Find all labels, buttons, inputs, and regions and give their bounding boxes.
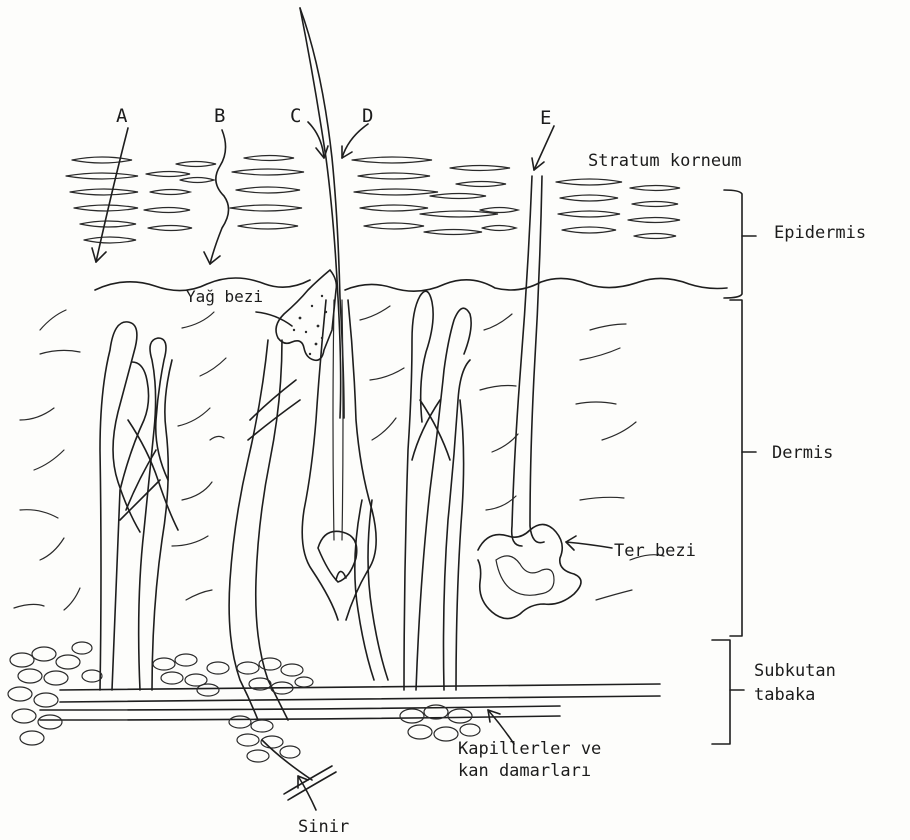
capillary-loops-right	[355, 291, 471, 690]
capillary-loops-left	[100, 322, 178, 690]
hair-follicle	[300, 8, 376, 620]
label-kapillerler-line2: kan damarları	[458, 761, 591, 781]
label-a: A	[116, 105, 128, 127]
dermal-fibers	[14, 306, 664, 610]
label-c: C	[290, 105, 301, 127]
label-b: B	[214, 105, 225, 127]
label-stratum-korneum: Stratum korneum	[588, 151, 742, 171]
label-subkutan-line2: tabaka	[754, 685, 815, 705]
arrow-d	[342, 124, 368, 158]
label-e: E	[540, 107, 551, 129]
label-d: D	[362, 105, 373, 127]
arrow-b	[204, 130, 229, 264]
blood-vessels	[40, 684, 660, 720]
label-dermis: Dermis	[772, 443, 833, 463]
arrow-e	[532, 126, 554, 170]
label-sinir: Sinir	[298, 817, 349, 837]
label-kapillerler-line1: Kapillerler ve	[458, 739, 601, 759]
sweat-gland	[478, 176, 581, 619]
label-yag-bezi: Yağ bezi	[186, 287, 263, 306]
label-ter-bezi: Ter bezi	[614, 541, 696, 561]
nerve-fiber	[229, 340, 300, 720]
layer-brackets	[712, 190, 756, 744]
label-subkutan-line1: Subkutan	[754, 661, 836, 681]
label-epidermis: Epidermis	[774, 223, 866, 243]
